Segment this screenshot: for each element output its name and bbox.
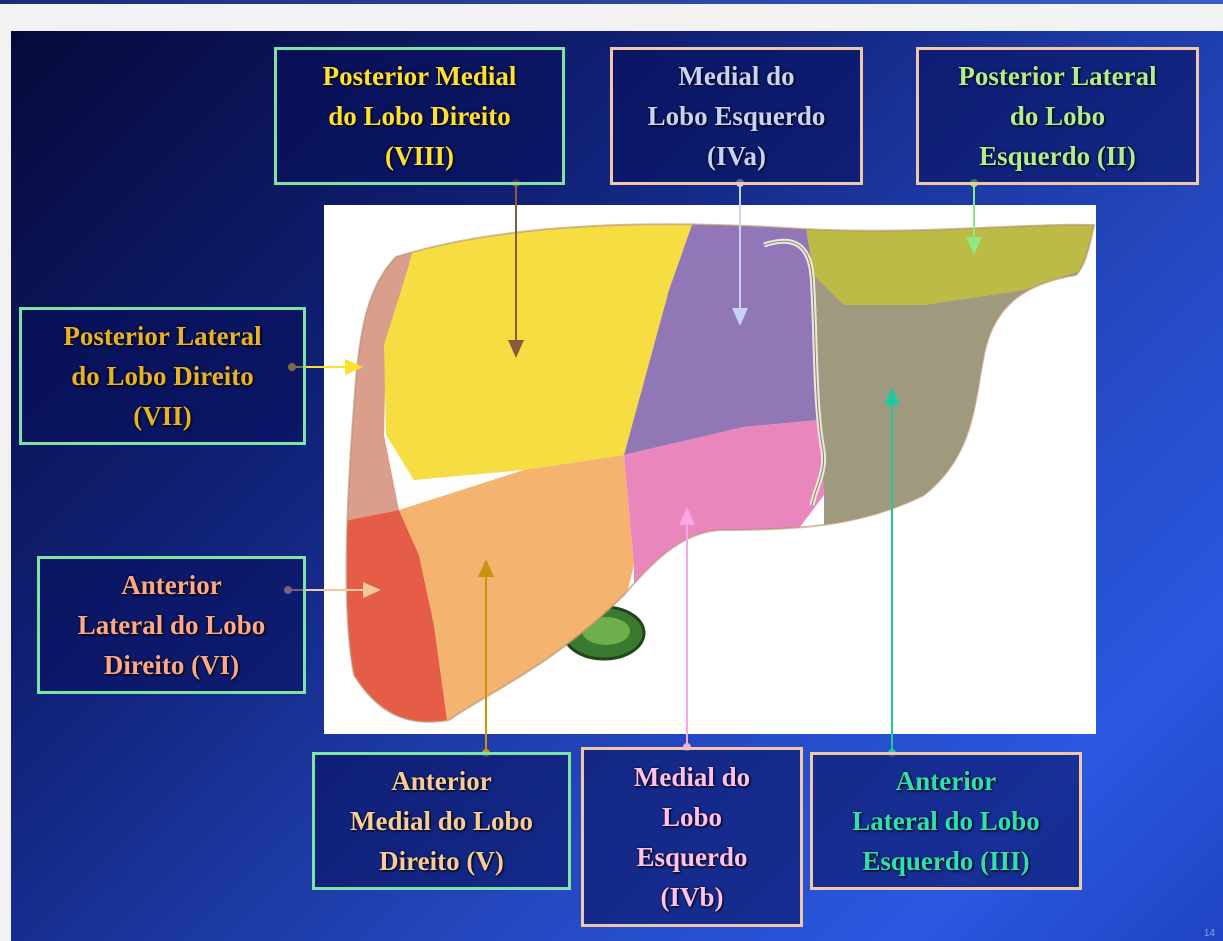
label-segment-iii: Anterior Lateral do Lobo Esquerdo (III) xyxy=(810,752,1082,890)
label-segment-vi: Anterior Lateral do Lobo Direito (VI) xyxy=(37,556,306,694)
slide: Posterior Medial do Lobo Direito (VIII) … xyxy=(11,31,1223,941)
label-segment-vii: Posterior Lateral do Lobo Direito (VII) xyxy=(19,307,306,445)
label-segment-iva: Medial do Lobo Esquerdo (IVa) xyxy=(610,47,863,185)
label-segment-v: Anterior Medial do Lobo Direito (V) xyxy=(312,752,571,890)
window-top-bar xyxy=(0,0,1223,4)
label-segment-ivb: Medial do Lobo Esquerdo (IVb) xyxy=(581,747,803,927)
liver-illustration xyxy=(324,205,1096,734)
label-segment-ii: Posterior Lateral do Lobo Esquerdo (II) xyxy=(916,47,1199,185)
label-segment-viii: Posterior Medial do Lobo Direito (VIII) xyxy=(274,47,565,185)
page-number: 14 xyxy=(1203,928,1215,939)
